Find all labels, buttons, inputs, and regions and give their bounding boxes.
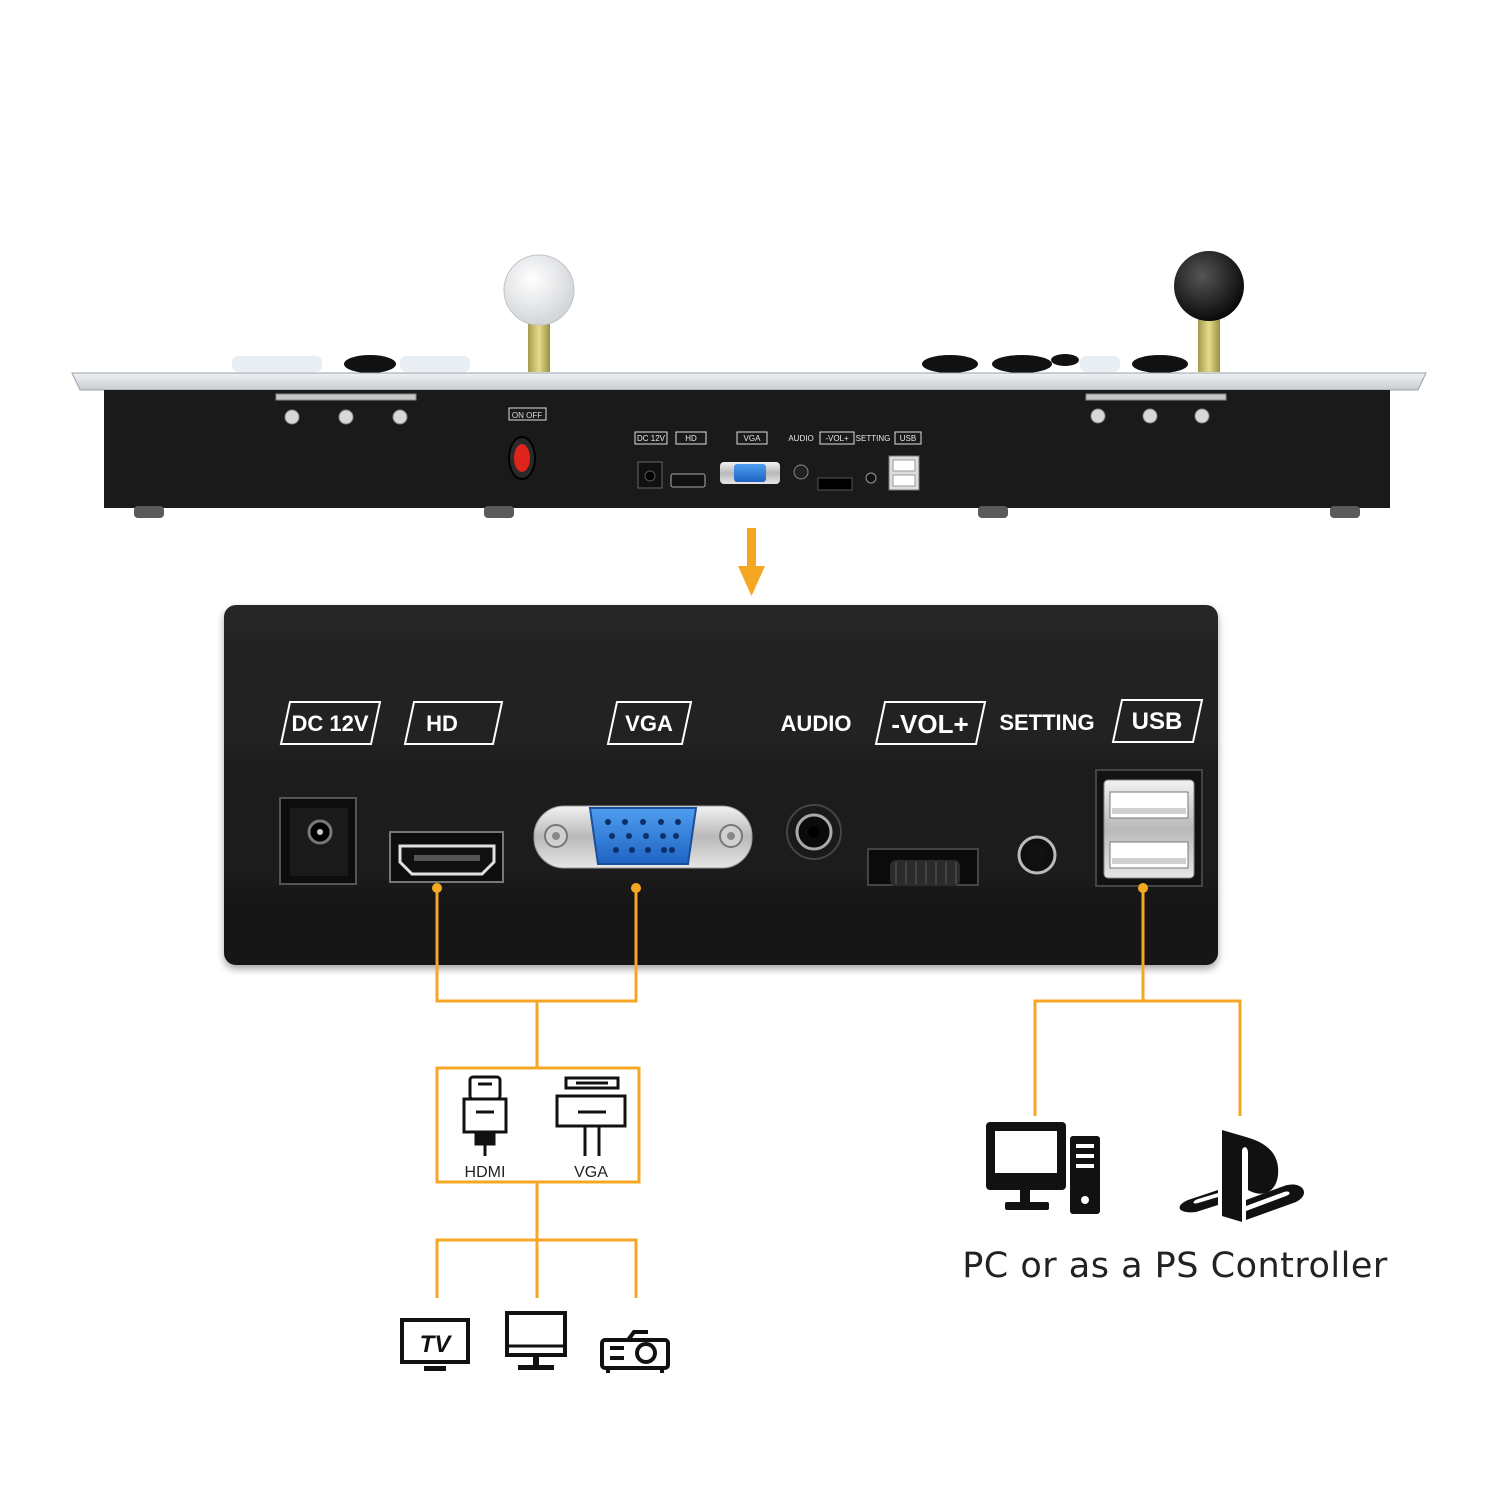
panel-label-usb: USB [1132,708,1183,735]
usb-targets-caption: PC or as a PS Controller [962,1246,1388,1286]
console-feet [134,506,1360,518]
usb-ports[interactable] [1095,769,1203,887]
acrylic-deck [71,372,1427,391]
down-arrow-icon [738,528,765,596]
hdmi-port[interactable] [389,831,504,883]
monitor-icon [505,1311,567,1370]
joystick-left[interactable] [503,254,575,372]
console-body [104,390,1390,508]
panel-labels: DC 12V HD VGA AUDIO -VOL+ SETTING USB [279,699,1204,745]
audio-port[interactable] [786,804,842,860]
panel-label-vol: -VOL+ [891,709,968,739]
panel-label-hd: HD [426,711,458,736]
joystick-right[interactable] [1174,251,1244,372]
vga-cable-label: VGA [574,1164,608,1181]
projector-icon [600,1330,670,1373]
volume-wheel[interactable] [867,848,979,886]
console-screws [275,393,1227,425]
panel-label-setting: SETTING [999,710,1094,735]
tv-icon: TV [400,1318,470,1371]
connector-wires [432,883,1242,1298]
playstation-logo-icon [1179,1130,1305,1222]
hdmi-cable-icon [462,1075,508,1156]
console-label-audio: AUDIO [788,434,813,443]
port-panel [224,605,1218,965]
console-label-hd: HD [685,434,697,443]
console-label-dc: DC 12V [637,434,666,443]
console-label-usb: USB [900,434,916,443]
console-ports [637,455,920,491]
dc-port[interactable] [279,797,357,885]
console-label-setting: SETTING [856,434,891,443]
arcade-console: ON OFF DC 12V HD VGA AUDIO -VOL+ SETTING… [71,251,1427,518]
console-label-vol: -VOL+ [825,434,849,443]
panel-label-dc: DC 12V [291,711,368,736]
vga-port[interactable] [533,805,753,869]
setting-button[interactable] [1017,835,1057,875]
panel-label-vga: VGA [625,711,673,736]
deck-buttons [232,354,1188,373]
hdmi-cable-label: HDMI [465,1164,506,1181]
tv-icon-label: TV [420,1331,453,1358]
console-label-vga: VGA [744,434,762,443]
power-switch-label: ON OFF [512,411,542,420]
vga-cable-icon [555,1076,627,1156]
cable-icons-box: HDMI VGA [435,1066,641,1184]
panel-label-audio: AUDIO [781,711,852,736]
power-switch[interactable]: ON OFF [508,407,547,480]
desktop-pc-icon [986,1122,1100,1214]
